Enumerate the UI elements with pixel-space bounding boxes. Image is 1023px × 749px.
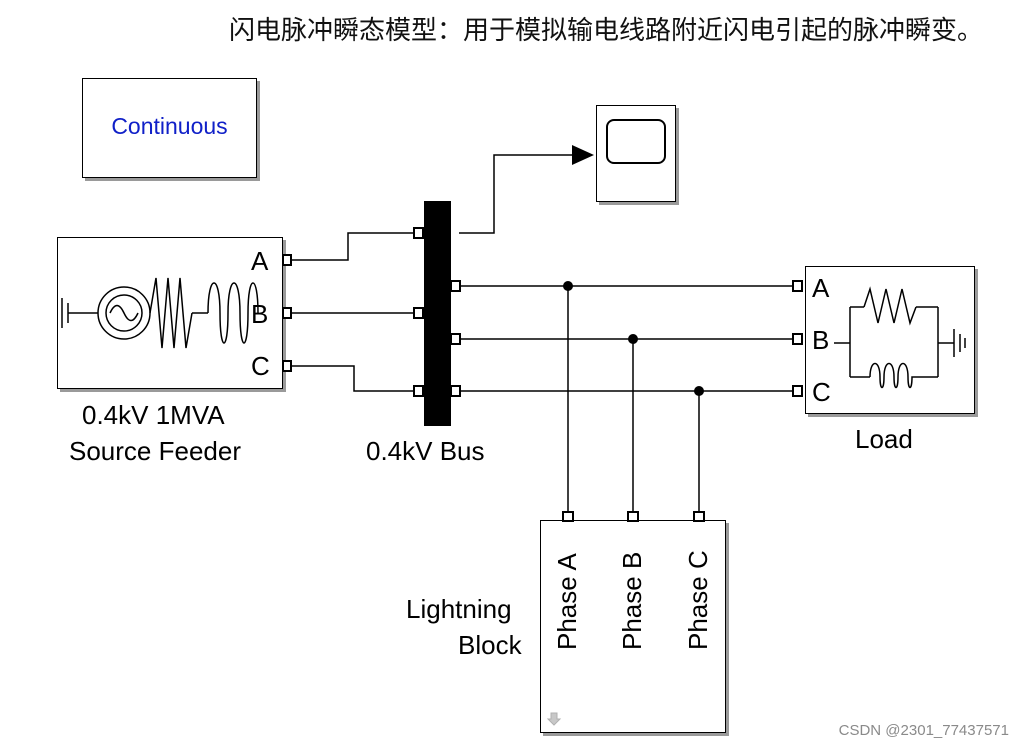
load-port-a — [792, 280, 803, 292]
load-icon — [834, 286, 966, 389]
junction-phase-c — [694, 386, 704, 396]
lightning-label-line2: Block — [458, 630, 522, 660]
source-feeder-block[interactable] — [57, 237, 283, 389]
source-port-a — [282, 254, 292, 266]
source-port-a-label: A — [251, 246, 269, 276]
source-port-b-label: B — [251, 299, 269, 329]
bus-out-port-2 — [450, 333, 461, 345]
load-port-b — [792, 333, 803, 345]
load-label: Load — [855, 424, 913, 454]
lightning-port-c — [693, 511, 705, 522]
bus-bar[interactable] — [424, 201, 451, 426]
lightning-port-b — [627, 511, 639, 522]
wire-source-c — [290, 365, 416, 392]
watermark: CSDN @2301_77437571 — [838, 722, 1009, 739]
source-port-b — [282, 307, 292, 319]
source-feeder-icon — [61, 277, 259, 349]
scope-block[interactable] — [596, 105, 676, 202]
source-label-line1: 0.4kV 1MVA — [82, 400, 225, 430]
load-port-c-label: C — [812, 377, 831, 407]
load-port-b-label: B — [812, 325, 830, 355]
source-port-c — [282, 360, 292, 372]
bus-in-port-1 — [413, 227, 424, 239]
diagram-caption: 闪电脉冲瞬态模型：用于模拟输电线路附近闪电引起的脉冲瞬变。 — [228, 16, 983, 46]
powergui-label: Continuous — [111, 113, 228, 139]
lightning-port-a — [562, 511, 574, 522]
source-label-line2: Source Feeder — [69, 436, 241, 466]
powergui-block[interactable] — [82, 78, 257, 178]
junction-phase-b — [628, 334, 638, 344]
junction-phase-a — [563, 281, 573, 291]
load-port-c — [792, 385, 803, 397]
bus-out-port-1 — [450, 280, 461, 292]
lightning-label-line1: Lightning — [406, 594, 512, 624]
scope-input-arrow — [572, 145, 594, 165]
bus-in-port-3 — [413, 385, 424, 397]
arrow-down-icon — [546, 712, 562, 726]
scope-icon — [606, 119, 666, 164]
bus-out-port-3 — [450, 385, 461, 397]
load-block[interactable] — [805, 266, 975, 414]
bus-in-port-2 — [413, 307, 424, 319]
wire-source-a — [290, 232, 416, 261]
source-port-c-label: C — [251, 351, 270, 381]
wire-bus-scope — [459, 154, 572, 234]
load-port-a-label: A — [812, 273, 830, 303]
bus-label: 0.4kV Bus — [366, 436, 485, 466]
